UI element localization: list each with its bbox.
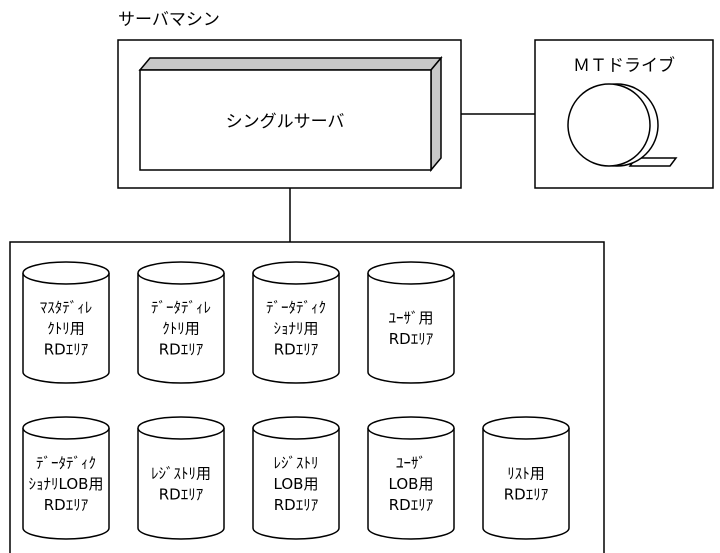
- rdarea-cylinder: ﾚｼﾞｽﾄﾘ用 RDｴﾘｱ: [137, 416, 225, 540]
- rdarea-label: ﾕｰｻﾞ用: [388, 309, 433, 327]
- rdarea-cylinder: ﾚｼﾞｽﾄﾘ LOB用 RDｴﾘｱ: [252, 416, 340, 540]
- rdarea-label: ﾃﾞｰﾀﾃﾞｨﾚ: [151, 299, 211, 317]
- rdarea-label: RDｴﾘｱ: [159, 486, 204, 504]
- rdarea-cylinder: ﾃﾞｰﾀﾃﾞｨﾚ ｸﾄﾘ用 RDｴﾘｱ: [137, 261, 225, 384]
- single-server-label: シングルサーバ: [226, 112, 345, 132]
- rdarea-label: RDｴﾘｱ: [274, 341, 319, 359]
- rdarea-label: LOB用: [274, 475, 319, 493]
- tape-reel-icon: [567, 83, 678, 167]
- rdarea-label: ｸﾄﾘ用: [162, 320, 200, 338]
- server-machine-label: サーバマシン: [118, 10, 220, 30]
- single-server-block: [138, 55, 443, 173]
- rdarea-label: RDｴﾘｱ: [389, 330, 434, 348]
- rdarea-cylinder: ﾘｽﾄ用 RDｴﾘｱ: [482, 416, 570, 540]
- rdarea-label: LOB用: [389, 475, 434, 493]
- rdarea-label: RDｴﾘｱ: [389, 496, 434, 514]
- rdarea-label: ｼｮﾅﾘ用: [273, 320, 318, 338]
- rdarea-label: ﾚｼﾞｽﾄﾘ用: [151, 465, 211, 483]
- rdarea-cylinder: ﾃﾞｰﾀﾃﾞｨｸ ｼｮﾅﾘ用 RDｴﾘｱ: [252, 261, 340, 384]
- rdarea-label: RDｴﾘｱ: [44, 341, 89, 359]
- rdarea-label: ﾘｽﾄ用: [507, 465, 545, 483]
- rdarea-label: ｼｮﾅﾘLOB用: [29, 475, 104, 493]
- rdarea-label: ﾃﾞｰﾀﾃﾞｨｸ: [266, 299, 326, 317]
- rdarea-label: RDｴﾘｱ: [274, 496, 319, 514]
- rdarea-cylinder: ﾃﾞｰﾀﾃﾞｨｸ ｼｮﾅﾘLOB用 RDｴﾘｱ: [22, 416, 110, 540]
- rdarea-group: ﾏｽﾀﾃﾞｨﾚｸﾄﾘ用RDｴﾘｱﾃﾞｰﾀﾃﾞｨﾚｸﾄﾘ用RDｴﾘｱﾃﾞｰﾀﾃﾞｨ…: [22, 261, 570, 540]
- rdarea-label: ﾚｼﾞｽﾄﾘ: [273, 454, 318, 472]
- rdarea-label: RDｴﾘｱ: [504, 486, 549, 504]
- storage-area: [9, 241, 605, 553]
- rdarea-label: ﾃﾞｰﾀﾃﾞｨｸ: [36, 454, 96, 472]
- rdarea-label: ｸﾄﾘ用: [47, 320, 85, 338]
- rdarea-label: ﾏｽﾀﾃﾞｨﾚ: [40, 299, 93, 317]
- rdarea-cylinder: ﾕｰｻﾞ LOB用 RDｴﾘｱ: [367, 416, 455, 540]
- rdarea-cylinder: ﾕｰｻﾞ用 RDｴﾘｱ: [367, 261, 455, 384]
- rdarea-label: RDｴﾘｱ: [159, 341, 204, 359]
- rdarea-label: RDｴﾘｱ: [44, 496, 89, 514]
- rdarea-label: ﾕｰｻﾞ: [396, 454, 426, 472]
- mt-drive-label: ＭＴドライブ: [573, 55, 675, 76]
- rdarea-cylinder: ﾏｽﾀﾃﾞｨﾚ ｸﾄﾘ用 RDｴﾘｱ: [22, 261, 110, 384]
- mt-drive-box: [534, 39, 714, 189]
